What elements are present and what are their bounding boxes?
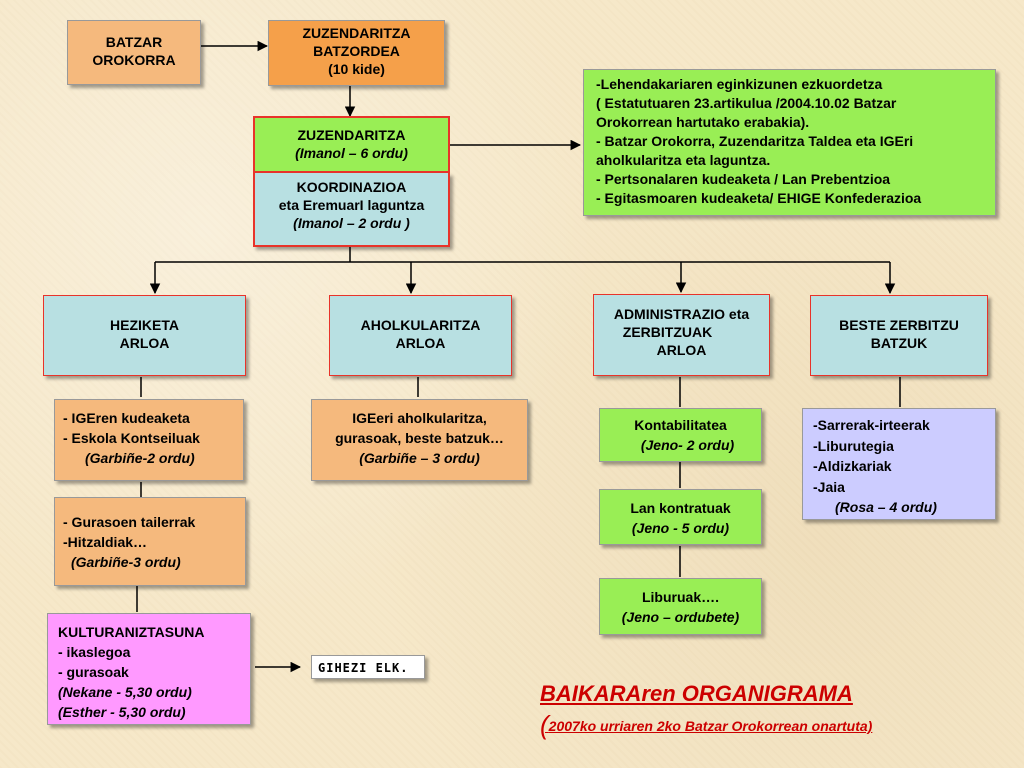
administrazio-arloa-box: ADMINISTRAZIO eta ZERBITZUAK ARLOA bbox=[593, 294, 770, 376]
zuzendaritza-hours: (Imanol – 6 ordu) bbox=[295, 145, 408, 161]
kontabilitatea-hours: (Jeno- 2 ordu) bbox=[640, 437, 735, 453]
ahol-task-box: IGEeri aholkularitza, gurasoak, beste ba… bbox=[311, 399, 528, 481]
zuzendaritza-batzordea-box: ZUZENDARITZA BATZORDEA (10 kide) bbox=[268, 20, 445, 86]
batzar-line-2: OROKORRA bbox=[92, 52, 176, 68]
liburuak-box: Liburuak…. (Jeno – ordubete) bbox=[599, 578, 762, 635]
lan-kontratuak-title: Lan kontratuak bbox=[630, 500, 731, 516]
task-line-5: aholkularitza eta laguntza. bbox=[596, 152, 771, 168]
ahol-line-1: AHOLKULARITZA bbox=[360, 317, 481, 333]
hezi-line-2: ARLOA bbox=[119, 335, 170, 351]
ahol-line-2: ARLOA bbox=[395, 335, 446, 351]
kulturaniztasuna-box: KULTURANIZTASUNA - ikaslegoa - gurasoak … bbox=[47, 613, 251, 725]
koordinazioa-box: KOORDINAZIOA eta EremuarI laguntza (Iman… bbox=[253, 173, 450, 247]
hezi-line-1: HEZIKETA bbox=[110, 317, 179, 333]
kultura-line-1: KULTURANIZTASUNA bbox=[58, 624, 205, 640]
beste-zerbitzu-box: BESTE ZERBITZU BATZUK bbox=[810, 295, 988, 376]
liburuak-hours: (Jeno – ordubete) bbox=[621, 609, 740, 625]
task-line-6: - Pertsonalaren kudeaketa / Lan Prebentz… bbox=[596, 171, 891, 187]
hezi1-line-3: (Garbiñe-2 ordu) bbox=[85, 450, 195, 466]
admin-line-1: ADMINISTRAZIO eta bbox=[613, 306, 750, 322]
page-subtitle: (2007ko urriaren 2ko Batzar Orokorrean o… bbox=[540, 710, 872, 741]
aholkularitza-arloa-box: AHOLKULARITZA ARLOA bbox=[329, 295, 512, 376]
ahol-task-line-1: IGEeri aholkularitza, bbox=[352, 410, 487, 426]
subtitle-paren: ( bbox=[540, 710, 549, 740]
hezi-task-box-2: - Gurasoen tailerrak -Hitzaldiak… (Garbi… bbox=[54, 497, 246, 586]
hezi2-line-2: -Hitzaldiak… bbox=[63, 534, 148, 550]
kultura-line-5: (Esther - 5,30 ordu) bbox=[58, 704, 186, 720]
beste-task-line-2: -Liburutegia bbox=[813, 437, 894, 454]
subtitle-text: 2007ko urriaren 2ko Batzar Orokorrean on… bbox=[548, 718, 873, 734]
hezi1-line-1: - IGEren kudeaketa bbox=[63, 410, 190, 426]
batzar-orokorra-box: BATZAR OROKORRA bbox=[67, 20, 201, 85]
heziketa-arloa-box: HEZIKETA ARLOA bbox=[43, 295, 246, 376]
page-title: BAIKARAren ORGANIGRAMA bbox=[540, 681, 853, 706]
hezi2-line-3: (Garbiñe-3 ordu) bbox=[71, 554, 181, 570]
task-line-2: ( Estatutuaren 23.artikulua /2004.10.02 … bbox=[596, 95, 897, 111]
hezi2-line-1: - Gurasoen tailerrak bbox=[63, 514, 196, 530]
ahol-task-line-2: gurasoak, beste batzuk… bbox=[335, 430, 504, 446]
zb-line-1: ZUZENDARITZA bbox=[302, 25, 411, 41]
beste-task-line-3: -Aldizkariak bbox=[813, 458, 892, 474]
batzar-line-1: BATZAR bbox=[105, 34, 163, 50]
koordinazioa-line-2: eta EremuarI laguntza bbox=[278, 197, 425, 213]
task-line-1: -Lehendakariaren eginkizunen ezkuordetza bbox=[596, 76, 883, 92]
kontabilitatea-title: Kontabilitatea bbox=[634, 417, 727, 433]
beste-line-2: BATZUK bbox=[870, 335, 928, 351]
beste-task-box: -Sarrerak-irteerak -Liburutegia -Aldizka… bbox=[802, 408, 996, 520]
koordinazioa-line-1: KOORDINAZIOA bbox=[296, 179, 407, 195]
zuzendaritza-title: ZUZENDARITZA bbox=[297, 127, 406, 143]
task-line-7: - Egitasmoaren kudeaketa/ EHIGE Konfeder… bbox=[596, 190, 922, 206]
kultura-line-4: (Nekane - 5,30 ordu) bbox=[58, 684, 192, 700]
admin-line-3: ARLOA bbox=[656, 342, 707, 358]
gihezi-label: GIHEZI ELK. bbox=[318, 661, 409, 675]
beste-task-line-1: -Sarrerak-irteerak bbox=[813, 417, 930, 433]
zuzendaritza-box: ZUZENDARITZA (Imanol – 6 ordu) bbox=[253, 116, 450, 173]
admin-line-2: ZERBITZUAK bbox=[622, 324, 713, 340]
beste-line-1: BESTE ZERBITZU bbox=[839, 317, 959, 333]
task-line-3: Orokorrean hartutako erabakia). bbox=[596, 114, 810, 130]
kultura-line-3: - gurasoak bbox=[58, 664, 129, 680]
zb-line-2: BATZORDEA bbox=[313, 43, 400, 59]
kontabilitatea-box: Kontabilitatea (Jeno- 2 ordu) bbox=[599, 408, 762, 462]
gihezi-elk-box: GIHEZI ELK. bbox=[311, 655, 425, 679]
hezi-task-box-1: - IGEren kudeaketa - Eskola Kontseiluak … bbox=[54, 399, 244, 481]
lan-kontratuak-hours: (Jeno - 5 ordu) bbox=[631, 520, 730, 536]
task-line-4: - Batzar Orokorra, Zuzendaritza Taldea e… bbox=[596, 133, 914, 149]
tasks-box: -Lehendakariaren eginkizunen ezkuordetza… bbox=[583, 69, 996, 216]
hezi1-line-2: - Eskola Kontseiluak bbox=[63, 430, 200, 446]
beste-task-line-5: (Rosa – 4 ordu) bbox=[835, 499, 937, 515]
koordinazioa-line-3: (Imanol – 2 ordu ) bbox=[293, 215, 410, 231]
zb-line-3: (10 kide) bbox=[328, 61, 385, 77]
beste-task-line-4: -Jaia bbox=[813, 478, 845, 495]
kultura-line-2: - ikaslegoa bbox=[58, 644, 131, 660]
liburuak-title: Liburuak…. bbox=[641, 589, 719, 605]
ahol-task-line-3: (Garbiñe – 3 ordu) bbox=[359, 450, 480, 466]
lan-kontratuak-box: Lan kontratuak (Jeno - 5 ordu) bbox=[599, 489, 762, 545]
